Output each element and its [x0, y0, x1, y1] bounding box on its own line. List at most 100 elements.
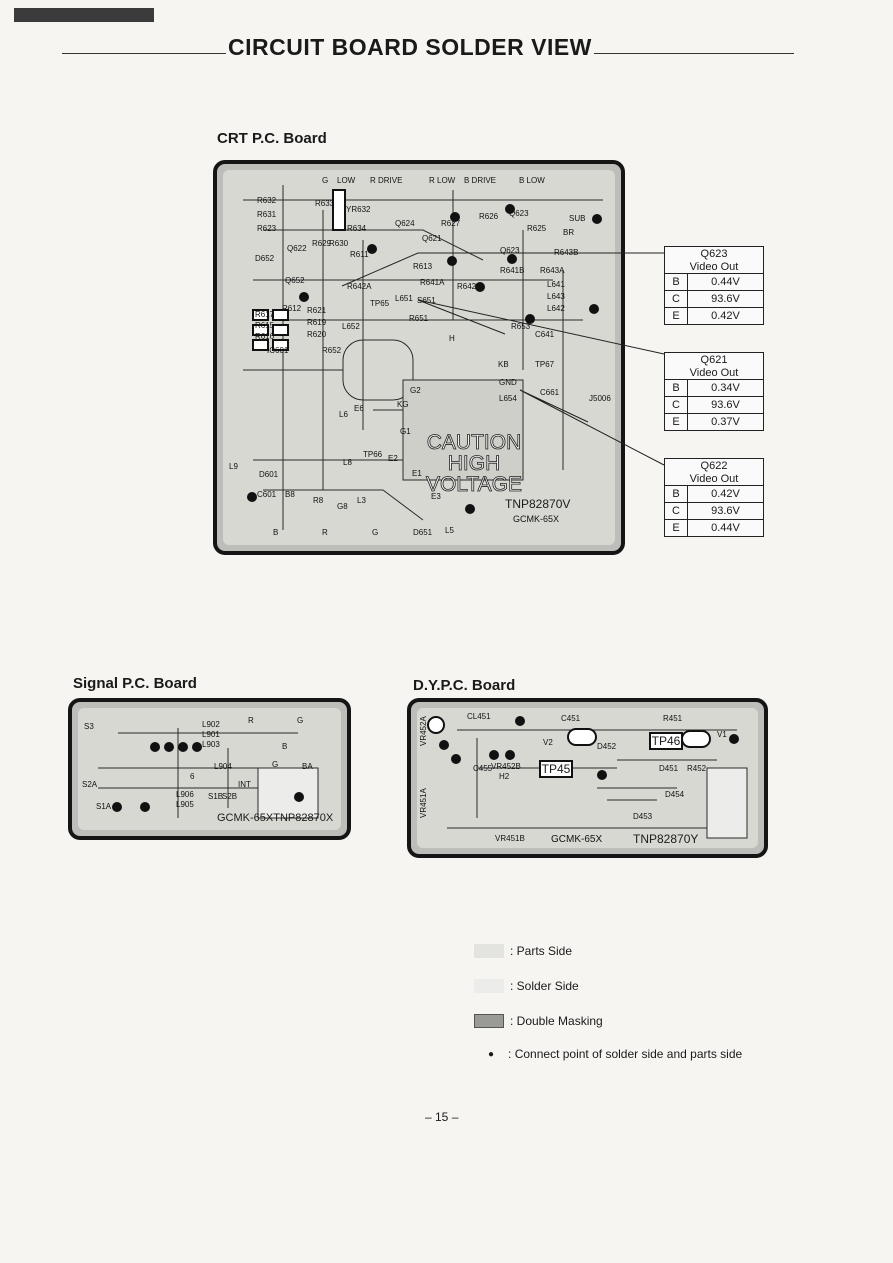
signal-comp: R: [248, 716, 254, 725]
crt-comp: R653: [511, 322, 531, 331]
connect-point: [192, 742, 202, 752]
crt-comp: R625: [527, 224, 547, 233]
crt-traces: [243, 185, 603, 530]
tp45-box: TP45: [539, 760, 573, 778]
crt-comp: C601: [257, 490, 277, 499]
tp46-box: TP46: [649, 732, 683, 750]
crt-comp: L3: [357, 496, 366, 505]
crt-label-r-low: R LOW: [429, 176, 456, 185]
connect-point: [178, 742, 188, 752]
crt-comp: R651: [409, 314, 429, 323]
connect-point: [592, 214, 602, 224]
legend-label: : Solder Side: [510, 979, 579, 993]
crt-comp: D651: [413, 528, 433, 537]
crt-comp: R641A: [420, 278, 445, 287]
crt-comp: R612: [282, 304, 302, 313]
crt-comp: D601: [259, 470, 279, 479]
caution-text-2: HIGH: [447, 452, 501, 475]
dy-comp: VR452B: [491, 762, 521, 771]
crt-comp: L9: [229, 462, 238, 471]
crt-comp: C661: [540, 388, 560, 397]
crt-part-number: TNP82870V: [505, 497, 571, 511]
signal-comp: INT: [238, 780, 251, 789]
connect-point: [475, 282, 485, 292]
connect-point: [112, 802, 122, 812]
legend-label: : Parts Side: [510, 944, 573, 958]
crt-label-g: G: [322, 176, 329, 185]
dy-comp: H2: [499, 772, 510, 781]
dy-model-code: GCMK-65X: [551, 834, 603, 845]
crt-comp: KG: [397, 400, 409, 409]
crt-comp: YR632: [346, 205, 371, 214]
crt-comp: R631: [257, 210, 277, 219]
crt-comp: S651: [417, 296, 436, 305]
crt-comp: C641: [535, 330, 555, 339]
crt-label-r-drive: R DRIVE: [370, 176, 403, 185]
crt-comp: R629: [312, 239, 332, 248]
crt-comp: G1: [400, 427, 411, 436]
crt-comp: R615: [255, 321, 275, 330]
v2-pad: [567, 728, 597, 746]
connect-point: [507, 254, 517, 264]
connect-point: [294, 792, 304, 802]
signal-comp: L902: [202, 720, 220, 729]
dy-comp: V1: [717, 730, 727, 739]
dy-comp: D454: [665, 790, 685, 799]
connect-point: [367, 244, 377, 254]
legend-label: : Connect point of solder side and parts…: [508, 1047, 743, 1061]
q623-title: Q623 Video Out: [665, 247, 763, 274]
signal-comp: G: [297, 716, 304, 725]
title-rule-left: [62, 53, 226, 54]
dy-board: VR452A CL451 C451 R451 V2 D452 TP46 V1 V…: [407, 698, 768, 858]
crt-board-label: CRT P.C. Board: [217, 130, 327, 147]
signal-board-label: Signal P.C. Board: [73, 675, 197, 692]
connect-point: [247, 492, 257, 502]
connect-point: [729, 734, 739, 744]
crt-comp: IC601: [267, 346, 289, 355]
signal-part-number: GCMK-65XTNP82870X: [217, 812, 334, 824]
signal-comp: BA: [302, 762, 313, 771]
legend-connect-point: ● : Connect point of solder side and par…: [488, 1047, 742, 1061]
crt-comp: Q623: [500, 246, 520, 255]
crt-model-code: GCMK-65X: [513, 514, 560, 524]
crt-comp: R627: [441, 219, 461, 228]
crt-comp: R613: [413, 262, 433, 271]
crt-comp: J5006: [589, 394, 611, 403]
crt-comp: H: [449, 334, 455, 343]
crt-board: G LOW R DRIVE R LOW B DRIVE B LOW R632 R…: [213, 160, 625, 555]
dy-comp: VR451B: [495, 834, 525, 843]
dy-comp: R452: [687, 764, 707, 773]
signal-comp: G: [272, 760, 279, 769]
crt-comp: R633: [315, 199, 335, 208]
connect-point: [515, 716, 525, 726]
crt-comp: R8: [313, 496, 324, 505]
crt-comp: R623: [257, 224, 277, 233]
parts-side-swatch: [474, 944, 504, 958]
crt-comp: R619: [307, 318, 327, 327]
crt-comp: L642: [547, 304, 565, 313]
signal-comp: L906: [176, 790, 194, 799]
signal-board-surface: [78, 708, 341, 830]
connect-point: [465, 504, 475, 514]
crt-comp: L8: [343, 458, 352, 467]
crt-comp: KB: [498, 360, 509, 369]
crt-comp: R: [322, 528, 328, 537]
signal-comp: S2B: [222, 792, 238, 801]
crt-comp: R611: [350, 250, 369, 259]
page-number: – 15 –: [425, 1110, 459, 1124]
crt-comp: R626: [479, 212, 499, 221]
connect-point: [489, 750, 499, 760]
q622-title: Q622 Video Out: [665, 459, 763, 486]
crt-comp: G8: [337, 502, 348, 511]
dy-comp: C455: [473, 764, 493, 773]
legend-label: : Double Masking: [510, 1014, 603, 1028]
crt-comp: L643: [547, 292, 565, 301]
crt-comp: Q624: [395, 219, 415, 228]
dy-comp: R451: [663, 714, 683, 723]
q621-title: Q621 Video Out: [665, 353, 763, 380]
